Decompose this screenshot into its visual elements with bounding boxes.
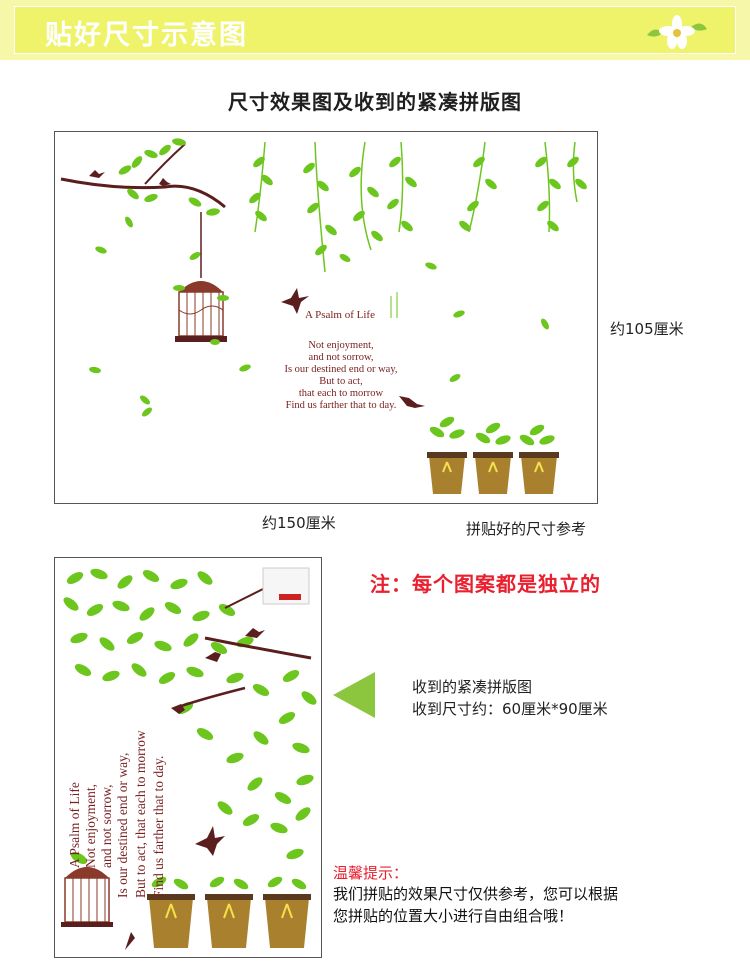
poem-line: and not sorrow, <box>99 784 114 869</box>
poem-line: Find us farther that to day. <box>151 755 166 898</box>
poem-line: Is our destined end or way, <box>284 364 398 375</box>
left-arrow-icon <box>333 672 375 718</box>
assembled-artwork <box>60 138 587 494</box>
poem-title: A Psalm of Life <box>305 309 375 321</box>
poem-line: Find us farther that to day. <box>285 400 397 411</box>
poem-line: Not enjoyment, <box>83 784 98 868</box>
independent-pattern-note: 注：每个图案都是独立的 <box>370 572 601 596</box>
poem-line: Not enjoyment, <box>308 340 374 351</box>
poem-line: But to act, that each to morrow <box>133 730 148 898</box>
flower-icon <box>647 15 707 49</box>
tip-line-2: 您拼贴的位置大小进行自由组合哦！ <box>333 907 574 925</box>
width-label: 约150厘米 <box>262 514 336 532</box>
poem-text: Not enjoyment, and not sorrow, Is our de… <box>261 340 421 412</box>
vertical-poem: A Psalm of Life Not enjoyment, and not s… <box>63 698 167 898</box>
banner-box: 贴好尺寸示意图 <box>14 6 736 54</box>
poem-line: Is our destined end or way, <box>115 752 130 898</box>
poem-line: that each to morrow <box>298 388 384 399</box>
received-size: 收到尺寸约：60厘米*90厘米 <box>412 700 608 718</box>
tip-title: 温馨提示： <box>333 864 409 882</box>
compact-artwork <box>61 567 317 950</box>
received-line-1: 收到的紧凑拼版图 <box>412 678 533 696</box>
poem-line: A Psalm of Life <box>67 782 82 868</box>
assembled-label: 拼贴好的尺寸参考 <box>466 520 587 538</box>
assembled-preview: A Psalm of Life Not enjoyment, and not s… <box>54 131 598 504</box>
poem-line: and not sorrow, <box>308 352 374 363</box>
tip-line-1: 我们拼贴的效果尺寸仅供参考，您可以根据 <box>333 885 619 903</box>
page-heading: 尺寸效果图及收到的紧凑拼版图 <box>228 90 522 114</box>
height-label: 约105厘米 <box>610 320 684 338</box>
poem-line: But to act, <box>319 376 363 387</box>
top-banner: 贴好尺寸示意图 <box>0 0 750 60</box>
compact-sheet-preview: A Psalm of Life Not enjoyment, and not s… <box>54 557 322 958</box>
banner-title: 贴好尺寸示意图 <box>45 20 248 51</box>
